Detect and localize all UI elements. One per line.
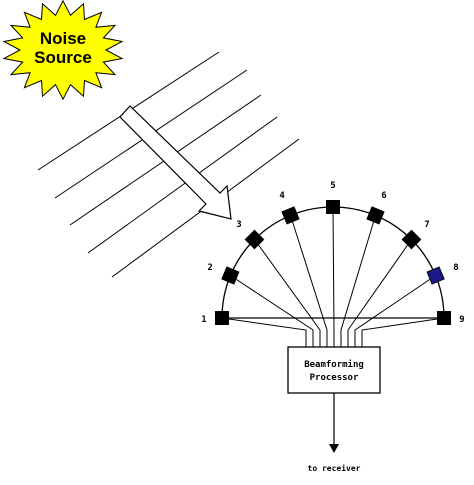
feed-line: [221, 317, 307, 347]
beamforming-processor: Beamforming Processor: [287, 346, 381, 394]
feed-line: [290, 215, 328, 347]
output-arrowhead: [329, 444, 339, 453]
array-element-7: [401, 229, 422, 250]
processor-label-line1: Beamforming: [304, 359, 364, 370]
output: to receiver: [308, 393, 361, 473]
feed-line: [254, 239, 321, 347]
array-element-6: [366, 206, 385, 225]
feed-line: [230, 275, 314, 347]
array-element-9: [437, 311, 451, 325]
feed-line: [354, 275, 436, 347]
array-element-label-2: 2: [207, 263, 212, 273]
array-element-1: [215, 311, 229, 325]
feed-line: [347, 239, 412, 347]
array-element-label-7: 7: [424, 220, 429, 230]
array-element-label-1: 1: [201, 315, 206, 325]
array-element-4: [281, 206, 300, 225]
noise-source-label-line1: Noise: [40, 29, 86, 48]
feed-line: [332, 206, 335, 347]
noise-source: Noise Source: [2, 0, 124, 101]
arrival-direction-arrow: [119, 105, 232, 220]
array-element-8: [426, 266, 445, 285]
array-element-label-9: 9: [459, 315, 464, 325]
array-elements: 1 2 3 4 5 6 7 8 9: [201, 181, 465, 325]
array: 1 2 3 4 5 6 7 8 9: [201, 181, 465, 347]
noise-source-burst: [2, 0, 124, 101]
array-element-label-6: 6: [381, 191, 386, 201]
array-element-3: [244, 229, 265, 250]
array-element-label-5: 5: [330, 181, 335, 191]
array-element-5: [326, 200, 340, 214]
array-element-label-8: 8: [453, 263, 458, 273]
noise-source-label-line2: Source: [34, 48, 92, 67]
array-element-label-4: 4: [279, 191, 285, 201]
processor-label-line2: Processor: [310, 373, 359, 383]
processor-box: [287, 346, 381, 394]
output-label: to receiver: [308, 463, 361, 473]
feed-line: [361, 317, 445, 347]
array-element-label-3: 3: [236, 220, 241, 230]
feed-line: [340, 215, 376, 347]
wavefront-line: [87, 116, 278, 254]
array-element-2: [221, 266, 240, 285]
feed-lines: [221, 206, 445, 347]
